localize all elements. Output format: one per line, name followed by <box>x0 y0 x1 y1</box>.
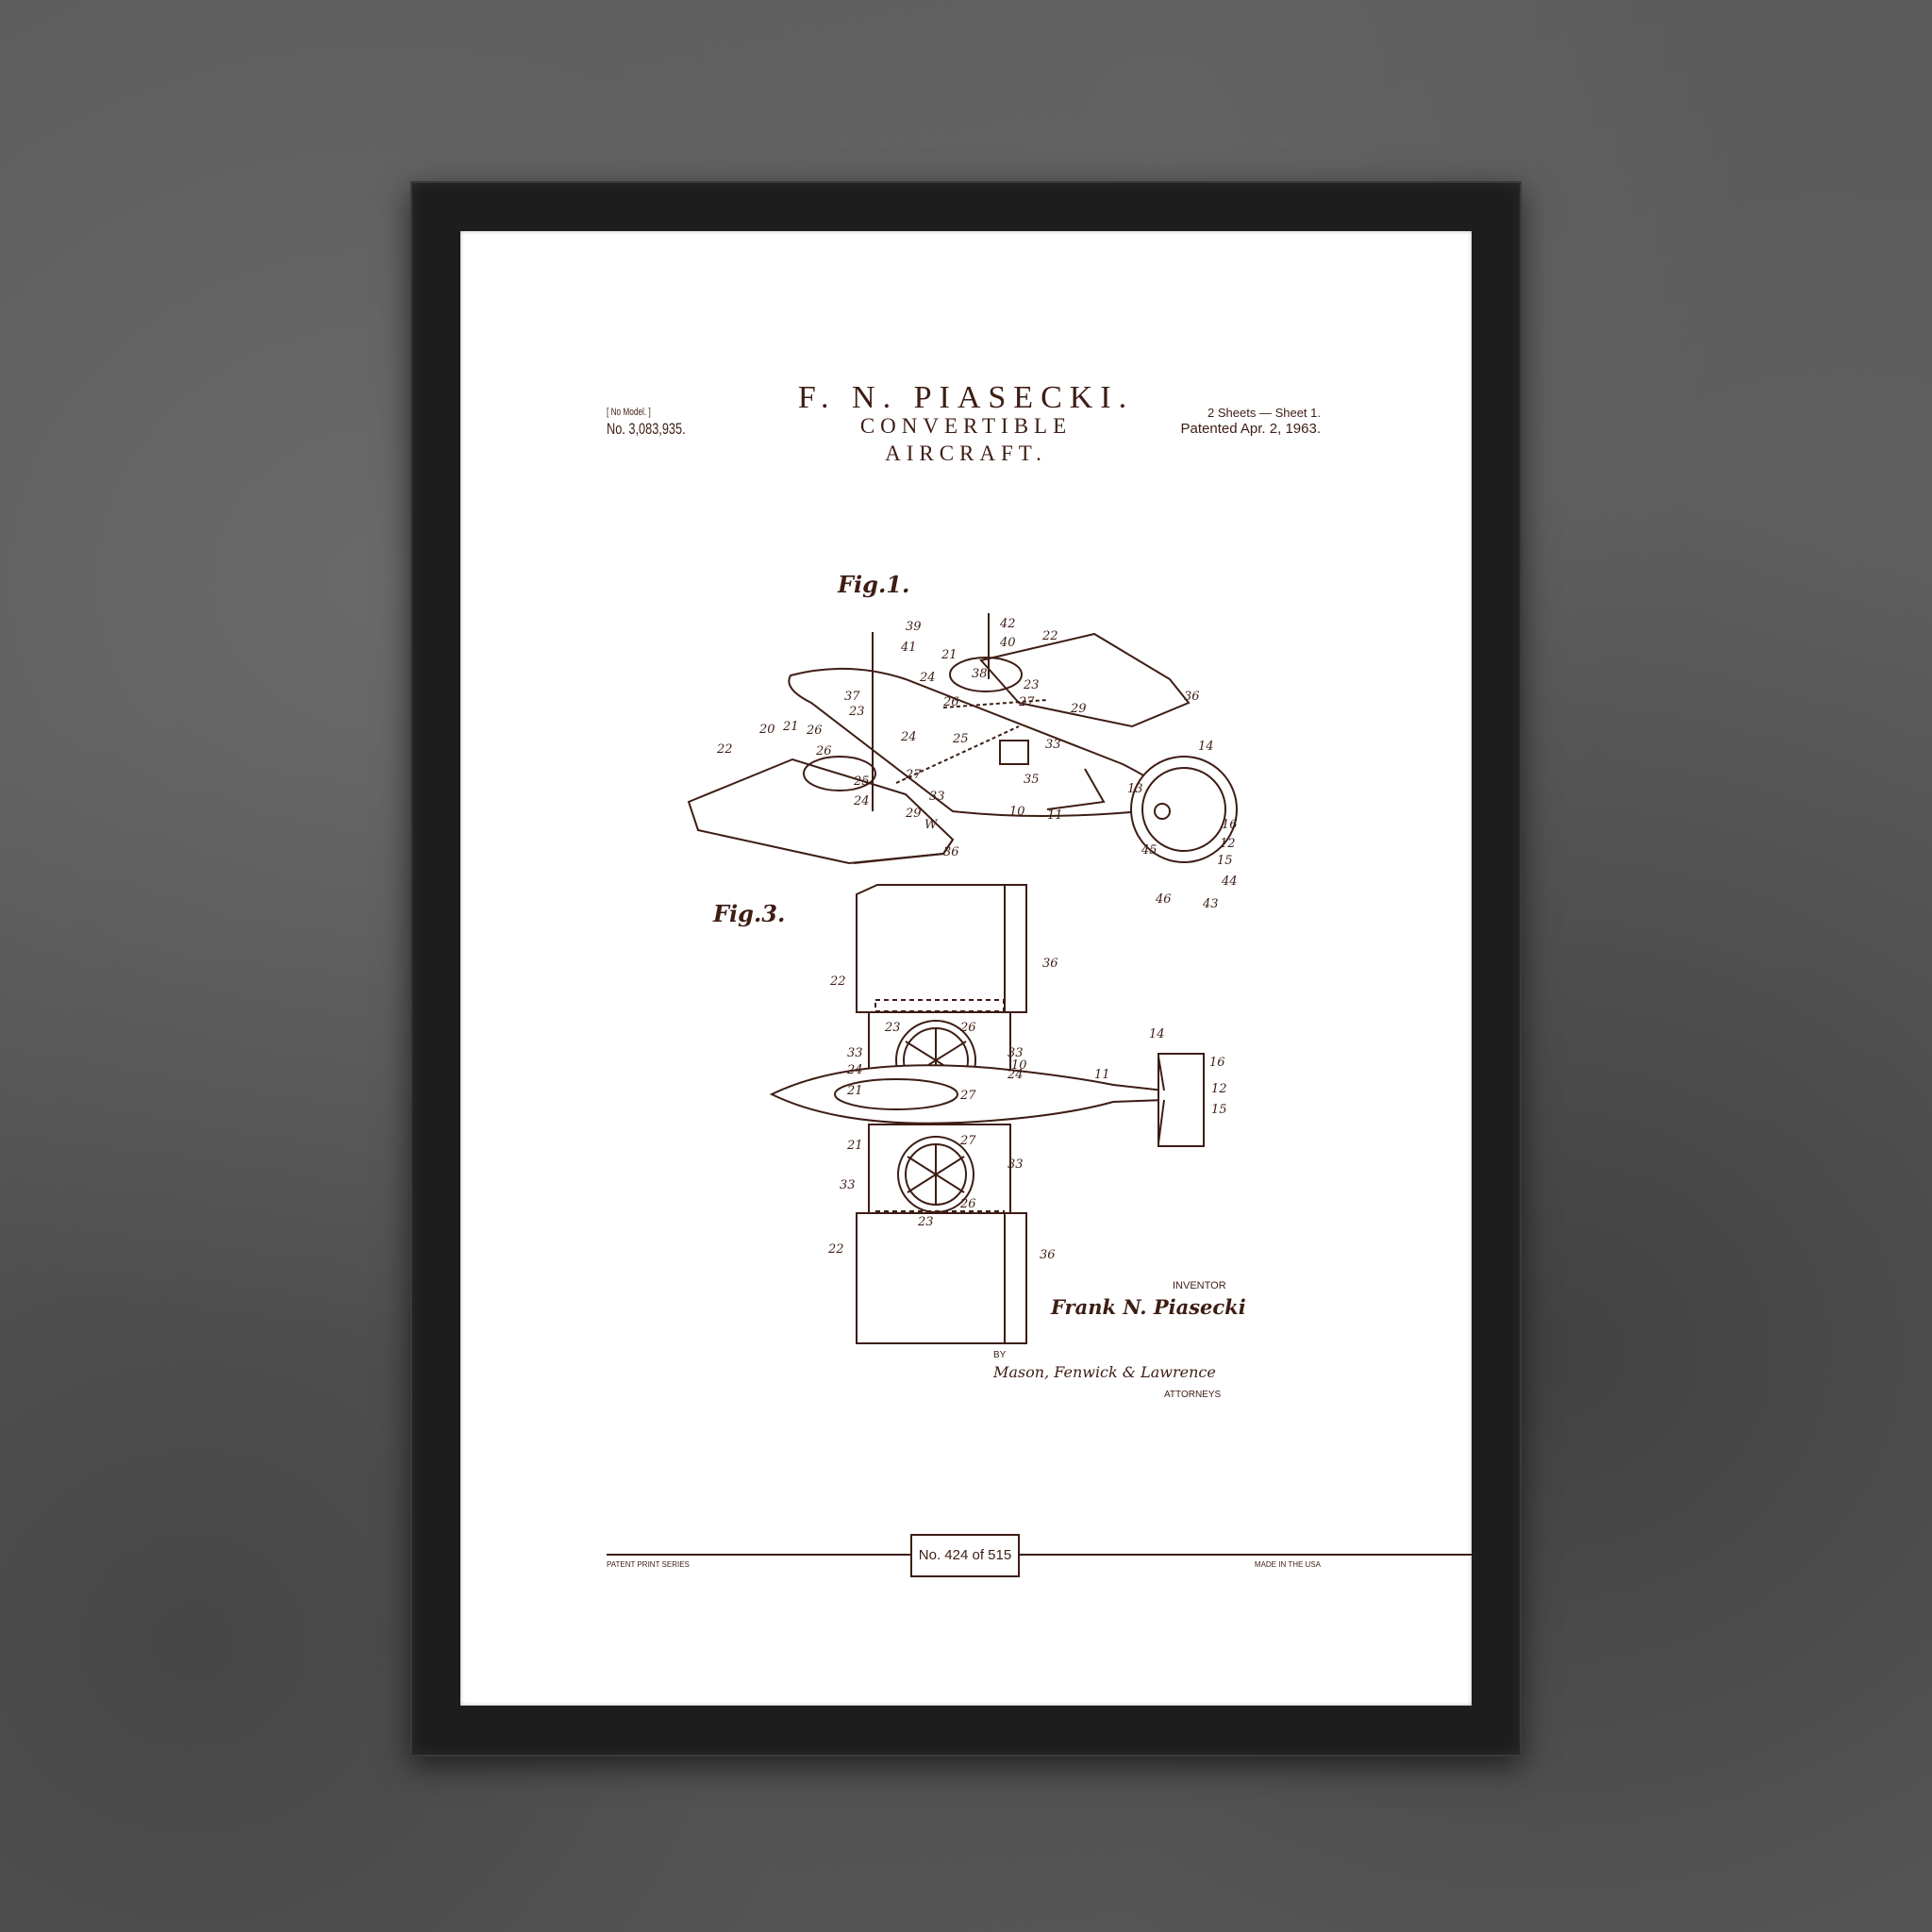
fig1-reference-numeral: 22 <box>1041 629 1058 643</box>
sheet-info: 2 Sheets — Sheet 1. <box>1208 406 1321 420</box>
fig3-reference-numeral: 12 <box>1211 1082 1227 1096</box>
fig3-label: Fig.3. <box>712 900 785 927</box>
fig1-reference-numeral: 23 <box>848 705 865 719</box>
fig1-reference-numeral: 14 <box>1198 740 1214 754</box>
fig3-reference-numeral: 21 <box>846 1084 863 1098</box>
series-label: PATENT PRINT SERIES <box>607 1560 690 1569</box>
attorneys-label: ATTORNEYS <box>1164 1390 1222 1400</box>
fig1-reference-numeral: 39 <box>906 620 922 634</box>
patent-title: F. N. PIASECKI. <box>797 380 1135 415</box>
fig1-reference-numeral: 27 <box>905 768 922 782</box>
fig3-reference-numeral: 22 <box>829 974 846 989</box>
fig3-reference-numeral: 33 <box>847 1046 863 1060</box>
fig3-reference-numeral: 33 <box>1008 1158 1024 1172</box>
fig1-reference-numeral: 27 <box>1018 695 1035 709</box>
fig3-reference-numeral: 22 <box>827 1242 844 1257</box>
made-in-label: MADE IN THE USA <box>1254 1560 1321 1569</box>
attorneys-signature: Mason, Fenwick & Lawrence <box>993 1363 1216 1381</box>
fig1-reference-numeral: 26 <box>815 744 832 758</box>
fig3-reference-numeral: 23 <box>917 1215 934 1229</box>
fig1-reference-numeral: 24 <box>919 671 936 685</box>
fig1-reference-numeral: 44 <box>1221 874 1238 889</box>
fig1-reference-numeral: 38 <box>972 667 988 681</box>
fig1-reference-numeral: 42 <box>999 617 1016 631</box>
fig1-reference-numeral: 46 <box>1155 892 1172 907</box>
fig3-reference-numeral: 16 <box>1209 1056 1225 1070</box>
fig3-reference-numeral: 24 <box>1007 1068 1024 1082</box>
fig1-reference-numeral: 37 <box>844 690 860 704</box>
fig3-reference-numeral: 21 <box>846 1139 863 1153</box>
fig1-label: Fig.1. <box>837 571 909 598</box>
edition-number: No. 424 of 515 <box>910 1534 1020 1577</box>
fig1-drawing <box>687 613 1238 865</box>
fig1-reference-numeral: 11 <box>1047 808 1063 823</box>
fig1-reference-numeral: 21 <box>782 720 799 734</box>
fig1-reference-numeral: 22 <box>716 742 733 757</box>
fig3-reference-numeral: 26 <box>959 1197 976 1211</box>
fig1-reference-numeral: 13 <box>1127 782 1143 796</box>
fig3-reference-numeral: 27 <box>959 1134 976 1148</box>
fig1-reference-numeral: 15 <box>1217 854 1233 868</box>
inventor-label: INVENTOR <box>1173 1280 1226 1291</box>
fig1-reference-numeral: 26 <box>942 695 959 709</box>
fig1-reference-numeral: 26 <box>806 724 823 738</box>
fig1-reference-numeral: 21 <box>941 648 958 662</box>
fig1-reference-numeral: 12 <box>1220 837 1236 851</box>
patent-number: No. 3,083,935. <box>607 420 686 438</box>
fig3-reference-numeral: 23 <box>884 1021 901 1035</box>
patent-print: F. N. PIASECKI. CONVERTIBLE AIRCRAFT. [ … <box>460 231 1472 1706</box>
fig3-reference-numeral: 11 <box>1094 1068 1110 1082</box>
fig1-reference-numeral: 43 <box>1202 897 1219 911</box>
fig1-reference-numeral: 35 <box>1024 773 1040 787</box>
fig1-reference-numeral: 25 <box>853 774 870 789</box>
fig3-drawing <box>769 884 1205 1344</box>
fig1-reference-numeral: 45 <box>1141 843 1158 858</box>
fig1-reference-numeral: 25 <box>952 732 969 746</box>
fig3-reference-numeral: 27 <box>959 1089 976 1103</box>
fig1-reference-numeral: W <box>924 818 939 832</box>
picture-frame: F. N. PIASECKI. CONVERTIBLE AIRCRAFT. [ … <box>410 181 1522 1757</box>
fig1-reference-numeral: 16 <box>1222 818 1238 832</box>
fig1-reference-numeral: 20 <box>758 723 775 737</box>
fig1-reference-numeral: 41 <box>900 641 917 655</box>
inventor-name: Frank N. Piasecki <box>1051 1295 1246 1319</box>
by-label: BY <box>993 1350 1007 1360</box>
footer-rule <box>607 1554 1472 1556</box>
fig3-reference-numeral: 26 <box>959 1021 976 1035</box>
fig3-reference-numeral: 15 <box>1211 1103 1227 1117</box>
fig1-reference-numeral: 24 <box>853 794 870 808</box>
patent-date: Patented Apr. 2, 1963. <box>1180 421 1321 437</box>
fig3-reference-numeral: 36 <box>1042 957 1058 971</box>
patent-subtitle-1: CONVERTIBLE <box>859 414 1073 438</box>
fig1-reference-numeral: 36 <box>943 845 959 859</box>
fig1-reference-numeral: 23 <box>1023 678 1040 692</box>
fig3-reference-numeral: 14 <box>1149 1027 1165 1041</box>
fig3-reference-numeral: 24 <box>846 1063 863 1077</box>
fig1-reference-numeral: 10 <box>1009 805 1025 819</box>
fig1-reference-numeral: 33 <box>1045 738 1061 752</box>
fig3-reference-numeral: 33 <box>1008 1046 1024 1060</box>
fig1-reference-numeral: 40 <box>999 636 1016 650</box>
model-note: [ No Model. ] <box>607 407 651 418</box>
fig1-reference-numeral: 33 <box>929 790 945 804</box>
fig3-reference-numeral: 10 <box>1011 1058 1027 1073</box>
fig1-reference-numeral: 29 <box>905 807 922 821</box>
fig1-reference-numeral: 24 <box>900 730 917 744</box>
fig3-reference-numeral: 33 <box>840 1178 856 1192</box>
fig1-reference-numeral: 29 <box>1070 702 1087 716</box>
fig1-reference-numeral: 36 <box>1184 690 1200 704</box>
fig3-reference-numeral: 36 <box>1040 1248 1056 1262</box>
patent-subtitle-2: AIRCRAFT. <box>885 441 1047 465</box>
